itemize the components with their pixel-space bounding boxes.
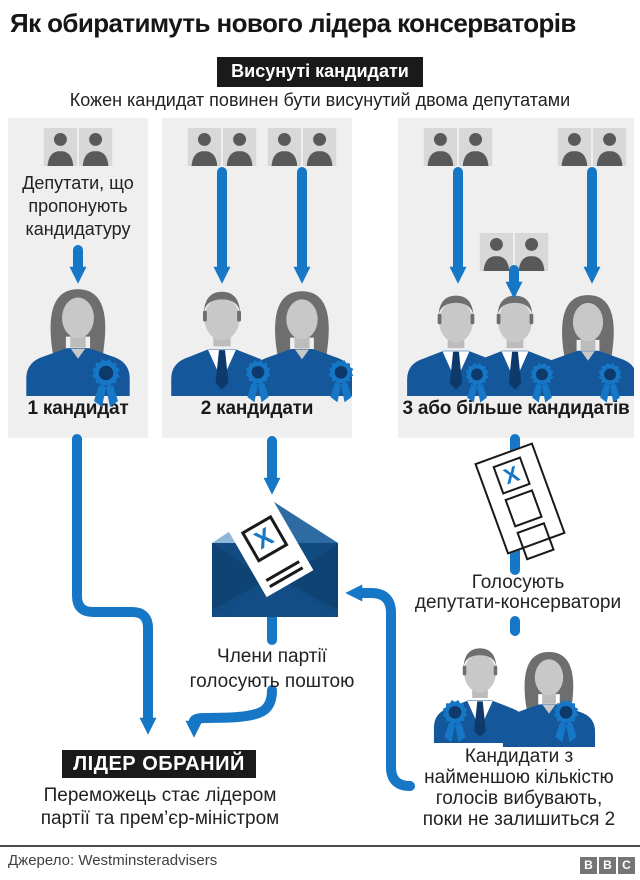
rosette-icon — [89, 358, 123, 410]
postal-vote-caption: Члени партії голосують поштою — [189, 646, 355, 692]
mp-pair-icon — [479, 233, 549, 271]
arrow-one-candidate-to-leader — [72, 434, 157, 735]
footer-divider — [0, 845, 640, 847]
result-caption: Переможець стає лідером партії та прем’є… — [40, 785, 280, 829]
rosette-icon — [440, 699, 470, 745]
column-two-label: 2 кандидати — [200, 398, 314, 419]
mp-ballot-paper: X — [474, 442, 566, 561]
leader-elected-badge-wrap: ЛІДЕР ОБРАНИЙ — [62, 750, 256, 778]
rosette-icon — [326, 359, 356, 405]
rosette-icon — [596, 362, 624, 405]
page-title: Як обиратимуть нового лідера консерватор… — [10, 8, 576, 38]
bbc-logo: B B C — [580, 857, 635, 874]
stage-badge-row: Висунуті кандидати — [0, 57, 640, 87]
mp-pair-icon — [557, 128, 627, 166]
arrow-postal-vote-to-leader — [185, 685, 277, 738]
ballot-empty-box — [516, 522, 555, 561]
rosette-icon — [551, 699, 581, 745]
column-one-label: 1 кандидат — [27, 398, 129, 419]
stage-badge: Висунуті кандидати — [217, 57, 423, 87]
elimination-caption: Кандидати з найменшою кількістю голосів … — [422, 746, 616, 830]
ballot-empty-box — [504, 489, 543, 528]
rosette-icon — [463, 362, 491, 405]
ballot-x-box: X — [492, 456, 531, 495]
mp-pair-icon — [423, 128, 493, 166]
bbc-logo-block: C — [618, 857, 635, 874]
nominators-note: Депутати, що пропонують кандидатуру — [22, 173, 134, 239]
subtitle: Кожен кандидат повинен бути висунутий дв… — [69, 90, 571, 110]
mp-pair-icon — [43, 128, 113, 166]
rosette-icon — [528, 362, 556, 405]
bbc-logo-block: B — [599, 857, 616, 874]
mp-pair-icon — [187, 128, 257, 166]
mp-vote-caption: Голосують депутати-консерватори — [414, 572, 622, 613]
ballot-x-box: X — [240, 515, 289, 563]
mp-pair-icon — [267, 128, 337, 166]
female-candidate-icon — [493, 649, 605, 747]
leader-elected-badge: ЛІДЕР ОБРАНИЙ — [62, 750, 256, 778]
column-three-label: 3 або більше кандидатів — [402, 398, 630, 419]
rosette-icon — [243, 359, 273, 405]
source-credit: Джерело: Westminsteradvisers — [8, 852, 218, 869]
bbc-logo-block: B — [580, 857, 597, 874]
column-one-candidate: Депутати, що пропонують кандидатуру 1 ка… — [8, 118, 148, 438]
